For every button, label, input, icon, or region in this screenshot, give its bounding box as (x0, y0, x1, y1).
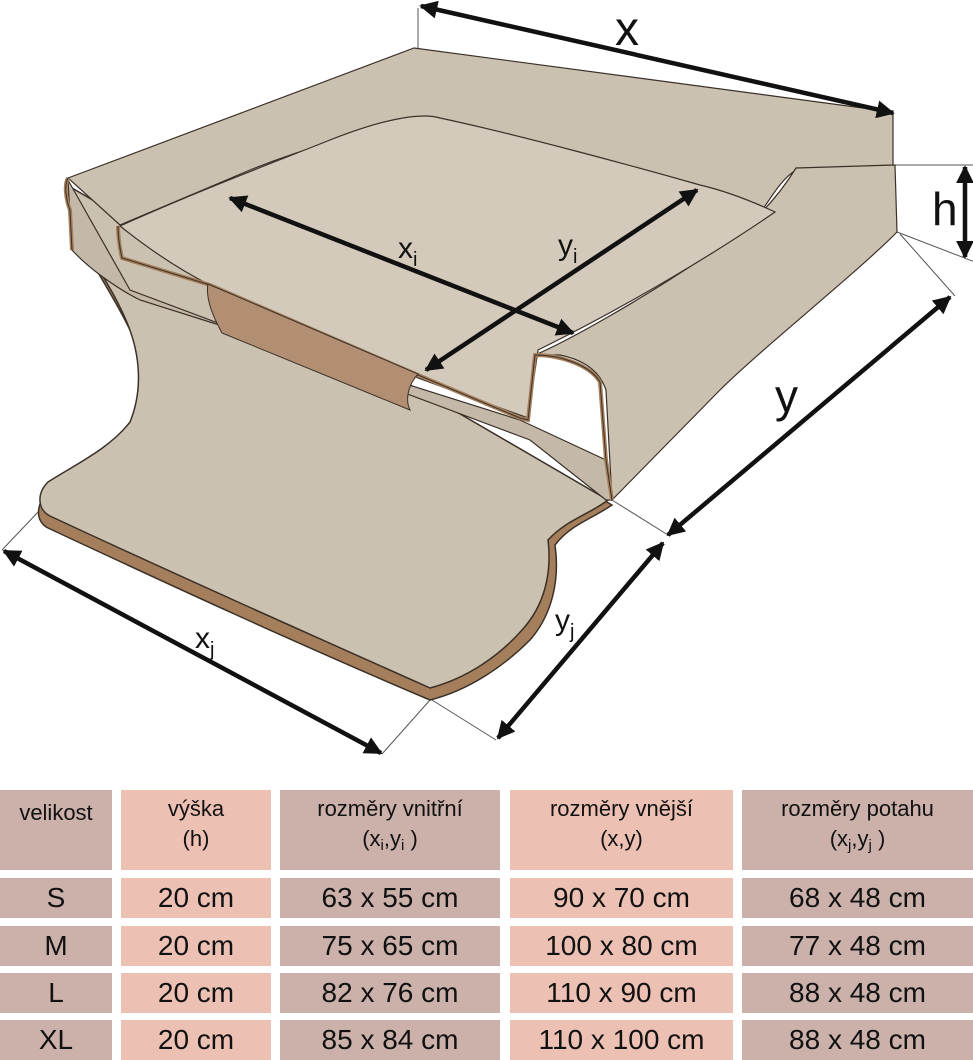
cell-cover: 88 x 48 cm (742, 973, 973, 1013)
cell-cover: 77 x 48 cm (742, 926, 973, 966)
cell-height: 20 cm (121, 1020, 271, 1060)
header-cover: rozměry potahu (xj,yj ) (742, 790, 973, 870)
header-inner: rozměry vnitřní (xi,yi ) (280, 790, 500, 870)
dim-line-x (419, 0, 895, 119)
cell-outer: 110 x 90 cm (510, 973, 733, 1013)
label-yi: yi (558, 229, 577, 268)
cell-outer: 90 x 70 cm (510, 878, 733, 918)
bed-left-side (67, 179, 613, 501)
dim-line-yj (496, 541, 665, 740)
cell-outer: 110 x 100 cm (510, 1020, 733, 1060)
cell-outer: 100 x 80 cm (510, 926, 733, 966)
table-row-l: L 20 cm 82 x 76 cm 110 x 90 cm 88 x 48 c… (0, 973, 973, 1013)
cell-size: M (0, 926, 112, 966)
dog-bed-diagram: x h y xi yi xj yj (1, 0, 973, 755)
header-height: výška (h) (121, 790, 271, 870)
label-xi: xi (398, 232, 417, 271)
label-x: x (615, 3, 639, 56)
cell-cover: 68 x 48 cm (742, 878, 973, 918)
extension-lines (1, 8, 973, 755)
cell-size: L (0, 973, 112, 1013)
cell-inner: 85 x 84 cm (280, 1020, 500, 1060)
cell-inner: 82 x 76 cm (280, 973, 500, 1013)
cell-size: XL (0, 1020, 112, 1060)
table-row-m: M 20 cm 75 x 65 cm 100 x 80 cm 77 x 48 c… (0, 926, 973, 966)
header-outer: rozměry vnější (x,y) (510, 790, 733, 870)
dim-line-xj (2, 549, 383, 755)
dim-line-yi (424, 188, 699, 372)
cell-inner: 63 x 55 cm (280, 878, 500, 918)
header-size: velikost (0, 790, 112, 870)
cell-height: 20 cm (121, 878, 271, 918)
table-header-row: velikost výška (h) rozměry vnitřní (xi,y… (0, 790, 973, 870)
cell-height: 20 cm (121, 926, 271, 966)
cell-inner: 75 x 65 cm (280, 926, 500, 966)
table-row-s: S 20 cm 63 x 55 cm 90 x 70 cm 68 x 48 cm (0, 878, 973, 918)
cell-height: 20 cm (121, 973, 271, 1013)
table-row-xl: XL 20 cm 85 x 84 cm 110 x 100 cm 88 x 48… (0, 1020, 973, 1060)
cell-size: S (0, 878, 112, 918)
cell-cover: 88 x 48 cm (742, 1020, 973, 1060)
label-yj: yj (555, 604, 574, 643)
label-xj: xj (195, 622, 214, 661)
dim-line-y (666, 295, 952, 537)
label-y: y (775, 370, 798, 422)
label-h: h (932, 183, 958, 235)
